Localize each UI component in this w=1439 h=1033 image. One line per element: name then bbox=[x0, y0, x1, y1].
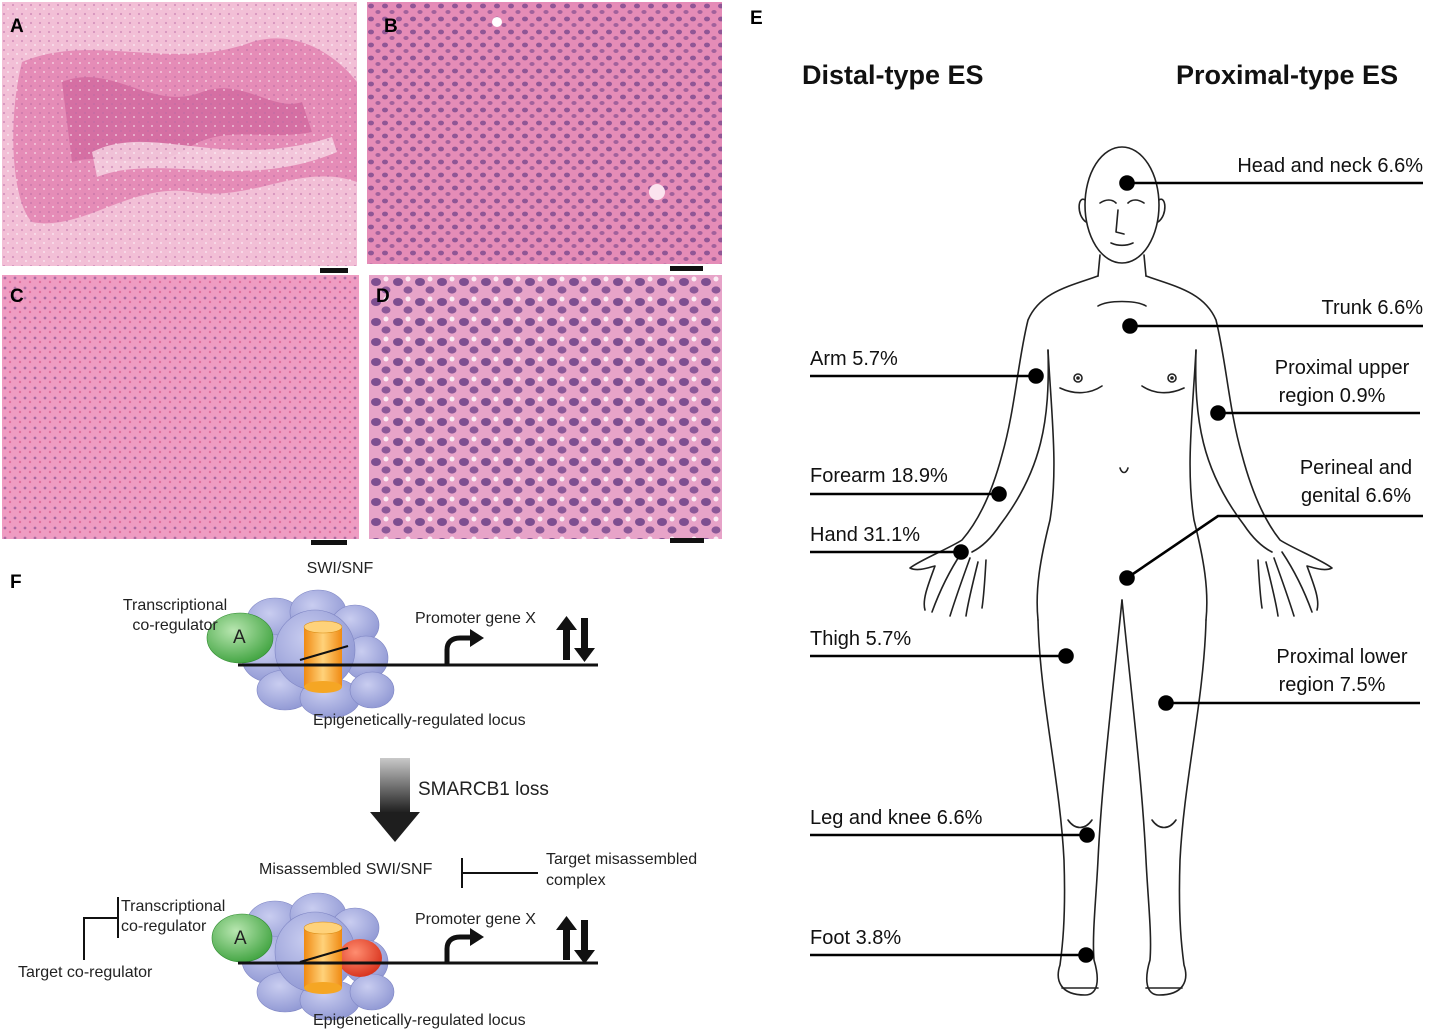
panel-label-f: F bbox=[10, 572, 22, 593]
site-leg-knee: Leg and knee 6.6% bbox=[810, 807, 983, 829]
coregulator-label-top: co-regulator bbox=[132, 617, 218, 634]
site-perineal-2: genital 6.6% bbox=[1300, 485, 1412, 507]
histology-image-d bbox=[369, 275, 722, 539]
panel-label-c: C bbox=[10, 286, 24, 307]
site-proximal-upper-2: region 0.9% bbox=[1278, 385, 1386, 407]
scale-bar-c bbox=[311, 540, 347, 545]
site-arm: Arm 5.7% bbox=[810, 348, 898, 370]
site-foot: Foot 3.8% bbox=[810, 927, 902, 949]
body-ear-right bbox=[1157, 198, 1166, 223]
missing-subunit bbox=[338, 939, 382, 977]
panel-label-a: A bbox=[10, 16, 24, 37]
body-head bbox=[1084, 146, 1160, 264]
panel-label-d: D bbox=[376, 286, 390, 307]
site-trunk: Trunk 6.6% bbox=[1321, 297, 1423, 319]
body-outline bbox=[909, 275, 1333, 611]
body-leg-left bbox=[1037, 599, 1123, 996]
swisnf-label: SWI/SNF bbox=[306, 560, 374, 577]
dot-perineal bbox=[1119, 570, 1135, 586]
dot-forearm bbox=[991, 486, 1007, 502]
histology-image-c bbox=[2, 275, 359, 539]
site-forearm: Forearm 18.9% bbox=[810, 465, 948, 487]
panel-label-e: E bbox=[750, 8, 763, 29]
panel-label-b: B bbox=[384, 16, 398, 37]
swisnf-complex-bottom bbox=[211, 892, 598, 1021]
transcriptional-label-top: Transcriptional bbox=[122, 597, 228, 614]
promoter-label-top: Promoter gene X bbox=[415, 610, 536, 627]
body-ear-left bbox=[1078, 198, 1087, 223]
coregulator-label-bottom: co-regulator bbox=[121, 918, 207, 935]
scale-bar-a bbox=[320, 268, 348, 273]
target-misassembled-label-2: complex bbox=[546, 872, 606, 889]
site-perineal-1: Perineal and bbox=[1299, 457, 1413, 479]
activator-label-bottom: A bbox=[234, 928, 247, 949]
smarcb1-loss-label: SMARCB1 loss bbox=[418, 779, 549, 800]
dot-hand bbox=[953, 544, 969, 560]
body-leg-right bbox=[1121, 599, 1207, 996]
scale-bar-d bbox=[670, 538, 704, 543]
scale-bar-b bbox=[670, 266, 703, 271]
dot-proximal-upper bbox=[1210, 405, 1226, 421]
target-misassembled-label-1: Target misassembled bbox=[546, 851, 698, 868]
dot-proximal-lower bbox=[1158, 695, 1174, 711]
histology-panel-d bbox=[369, 275, 722, 539]
site-proximal-lower-1: Proximal lower bbox=[1276, 646, 1408, 668]
histology-panel-c bbox=[2, 275, 359, 539]
dot-leg-knee bbox=[1079, 827, 1095, 843]
histology-panel-b bbox=[367, 2, 722, 264]
misassembled-label: Misassembled SWI/SNF bbox=[259, 861, 433, 878]
site-hand: Hand 31.1% bbox=[810, 524, 921, 546]
smarcb1-loss-arrow bbox=[370, 758, 420, 842]
promoter-label-bottom: Promoter gene X bbox=[415, 911, 536, 928]
site-thigh: Thigh 5.7% bbox=[810, 628, 912, 650]
target-coregulator-label: Target co-regulator bbox=[18, 964, 153, 981]
histology-image-b bbox=[367, 2, 722, 264]
histology-image-a bbox=[2, 2, 357, 266]
locus-label-top: Epigenetically-regulated locus bbox=[313, 712, 526, 729]
swisnf-schematic bbox=[83, 589, 598, 1021]
dot-head-neck bbox=[1119, 175, 1135, 191]
site-proximal-upper-1: Proximal upper bbox=[1274, 357, 1410, 379]
activator-a-top bbox=[206, 612, 274, 664]
site-proximal-lower-2: region 7.5% bbox=[1278, 674, 1386, 696]
transcriptional-label-bottom: Transcriptional bbox=[121, 898, 226, 915]
proximal-type-title: Proximal-type ES bbox=[1176, 60, 1399, 90]
locus-label-bottom: Epigenetically-regulated locus bbox=[313, 1012, 526, 1029]
dot-foot bbox=[1078, 947, 1094, 963]
activator-label-top: A bbox=[233, 627, 246, 648]
swisnf-complex-top bbox=[206, 589, 598, 719]
distal-type-title: Distal-type ES bbox=[802, 60, 984, 90]
dot-trunk bbox=[1122, 318, 1138, 334]
histology-panel-a bbox=[2, 2, 357, 266]
up-down-arrows-bottom bbox=[556, 916, 595, 964]
site-head-neck: Head and neck 6.6% bbox=[1237, 155, 1423, 177]
dot-arm bbox=[1028, 368, 1044, 384]
dot-thigh bbox=[1058, 648, 1074, 664]
up-down-arrows-top bbox=[556, 616, 595, 662]
